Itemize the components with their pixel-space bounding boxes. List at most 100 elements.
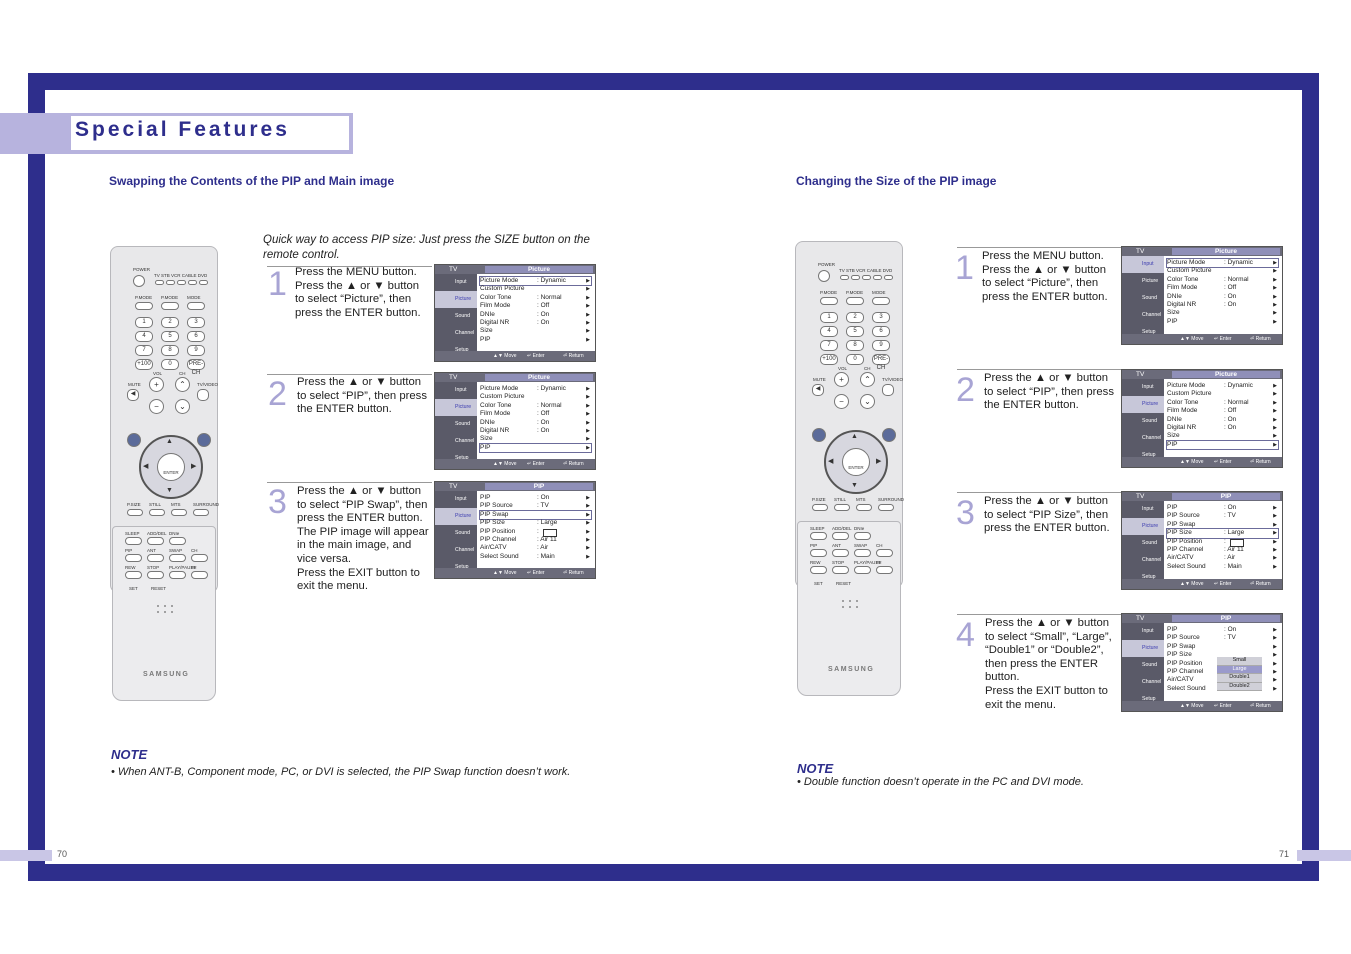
osd-side-item: Channel [455, 330, 475, 336]
osd-row: PIP Position▶ [1167, 660, 1278, 668]
lower-button [191, 554, 208, 562]
osd-row-label: DNIe [480, 310, 495, 318]
osd-row-value: : Dynamic [1224, 259, 1253, 266]
osd-row-label: DNIe [480, 418, 495, 426]
footer-return-icon: ⏎ [563, 570, 569, 576]
osd-rows: Picture Mode: Dynamic▶Custom Picture▶Col… [1166, 257, 1279, 326]
mode-labels: TV STB VCR CABLE DVD [154, 273, 208, 278]
osd-row: Size▶ [480, 327, 591, 335]
osd-row: Digital NR: On▶ [480, 427, 591, 435]
arrow-right-icon: ▶ [1273, 685, 1277, 692]
power-label: POWER [818, 262, 836, 267]
step-number: 2 [268, 375, 287, 413]
tvvideo-label: TV/VIDEO [882, 377, 904, 382]
lower-button [169, 571, 186, 579]
tvvideo-icon [882, 384, 894, 396]
footer-enter-icon: ↵ [527, 353, 533, 359]
lower-button [854, 532, 871, 540]
digit-button: 9 [872, 340, 890, 351]
osd-row: Color Tone: Normal▶ [1167, 399, 1278, 407]
osd-row-value: : Air 11 [1224, 545, 1244, 553]
footer-enter-label: Enter [1219, 581, 1232, 587]
arrow-right-icon: ▶ [191, 463, 197, 470]
osd-side-item: Channel [455, 547, 475, 553]
lower-button [832, 532, 849, 540]
osd-row-value: : On [537, 426, 550, 434]
lower-label: ADD/DEL [832, 526, 852, 531]
arrow-right-icon: ▶ [1273, 310, 1277, 317]
osd-row: Picture Mode: Dynamic▶ [480, 385, 591, 393]
note-heading: NOTE [797, 761, 834, 776]
osd-footer-return: ⏎ Return [563, 351, 584, 361]
digit-button: 8 [846, 340, 864, 351]
menu-button [127, 433, 141, 447]
osd-row-label: PIP [1167, 317, 1178, 325]
lower-label: STOP [147, 565, 160, 570]
osd-row-value: : [1224, 537, 1226, 545]
osd-tv-label: TV [449, 483, 458, 490]
arrow-right-icon: ▶ [586, 444, 590, 451]
arrow-right-icon: ▶ [1273, 538, 1277, 545]
mode-labels: TV STB VCR CABLE DVD [839, 268, 893, 273]
ch-down-icon: ⌄ [175, 399, 190, 414]
arrow-right-icon: ▶ [586, 319, 590, 326]
bottom-label: P.SIZE [812, 497, 826, 502]
lower-button [810, 532, 827, 540]
lower-button [125, 571, 142, 579]
digit-button: 0 [846, 354, 864, 365]
exit-button [197, 433, 211, 447]
step-text: Press the ▲ or ▼ button to select “PIP S… [297, 485, 429, 593]
osd-row-value: : Dynamic [1224, 382, 1253, 389]
osd-row-value: : Main [537, 552, 555, 560]
osd-menu-title: PIP [1172, 493, 1280, 500]
digit-button: 2 [846, 312, 864, 323]
arrow-right-icon: ▶ [1273, 391, 1277, 398]
osd-row: Digital NR: On▶ [1167, 301, 1278, 309]
brand-logo: SAMSUNG [143, 671, 190, 678]
lower-label: FF [191, 565, 197, 570]
arrow-down-icon: ▼ [166, 487, 173, 494]
digit-button: 6 [872, 326, 890, 337]
osd-row: Size▶ [1167, 432, 1278, 440]
speaker-dot [171, 611, 173, 613]
osd-footer-enter: ↵ Enter [527, 459, 545, 469]
osd-row: PIP Position:▶ [1167, 537, 1278, 547]
osd-side-item: Channel [1142, 557, 1162, 563]
footer-enter-icon: ↵ [527, 461, 533, 467]
osd-row: Digital NR: On▶ [480, 319, 591, 327]
frame-bottom-bar [28, 864, 1319, 881]
osd-footer: ▲▼ Move↵ Enter⏎ Return [435, 351, 595, 361]
footer-enter-icon: ↵ [1214, 703, 1220, 709]
osd-row-label: Film Mode [1167, 284, 1198, 292]
arrow-right-icon: ▶ [586, 394, 590, 401]
digit-button: 0 [161, 359, 179, 370]
osd-row: PIP Size: Large▶ [480, 519, 591, 527]
lower-button [169, 537, 186, 545]
osd-row-value: : On [1224, 415, 1237, 423]
title-box [70, 115, 350, 151]
arrow-right-icon: ▶ [1273, 276, 1277, 283]
tvvideo-label: TV/VIDEO [197, 382, 219, 387]
navigation-pad: ENTER▲▼◀▶ [824, 430, 888, 494]
arrow-right-icon: ▶ [1273, 383, 1277, 389]
step-number: 3 [956, 494, 975, 532]
osd-row: DNIe: On▶ [480, 419, 591, 427]
lower-button [876, 566, 893, 574]
lower-button [876, 549, 893, 557]
osd-side-item: Picture [1122, 640, 1164, 657]
arrow-up-icon: ▲ [851, 433, 858, 440]
osd-row: PIP Channel: Air 11▶ [1167, 546, 1278, 554]
mode-button [851, 275, 860, 280]
arrow-down-icon: ▼ [851, 482, 858, 489]
lower-button [810, 549, 827, 557]
osd-menu-title: Picture [1172, 248, 1280, 255]
osd-side-item: Channel [1142, 679, 1162, 685]
osd-row: Air/CATV: Air▶ [1167, 554, 1278, 562]
osd-side-item: Channel [1142, 435, 1162, 441]
osd-row-label: Film Mode [480, 410, 511, 418]
